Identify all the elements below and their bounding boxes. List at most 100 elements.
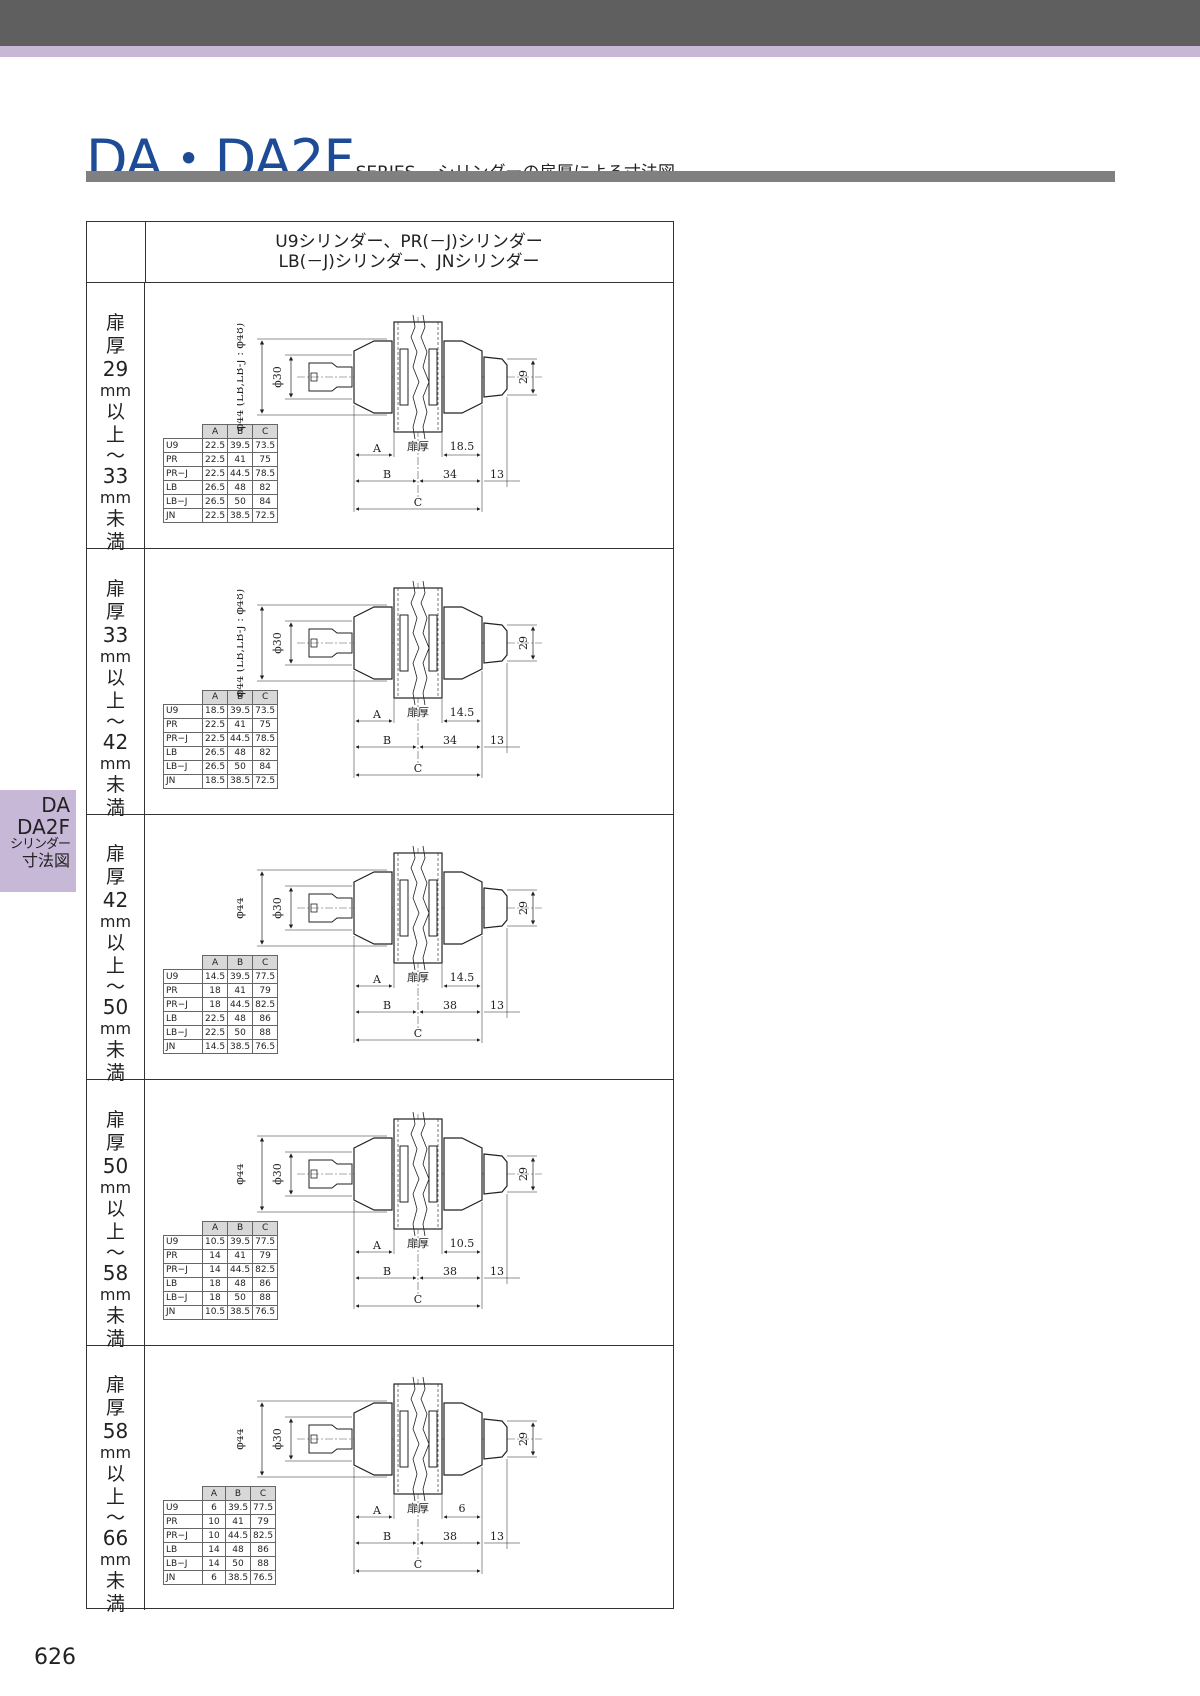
cylinder-type-cell: U9	[163, 703, 203, 719]
inner-dim-label: 14.5	[450, 971, 475, 984]
side-index-tab[interactable]: DA DA2F シリンダー 寸法図	[0, 790, 76, 892]
dimension-cell: 10	[202, 1528, 226, 1543]
dimension-cell: 26.5	[201, 759, 229, 775]
dimension-cell: 48	[224, 1542, 252, 1557]
thumbturn	[483, 356, 508, 398]
right-dim-label: 29	[517, 1167, 530, 1181]
section-label-char: ～	[105, 445, 125, 467]
cylinder-type-cell: PR	[163, 1514, 203, 1529]
cylinder-drawing: ϕ44 ϕ30 29 A 扉厚 6 B 38	[237, 1376, 542, 1574]
section-label-char: 33	[102, 464, 129, 488]
dimension-cell: 6	[202, 1570, 226, 1585]
dimension-cell: 14	[202, 1556, 226, 1571]
thumbturn	[483, 887, 508, 929]
dimension-cell: 18	[201, 983, 229, 998]
section-label-char: 満	[105, 1062, 125, 1084]
inner-escutcheon	[443, 605, 483, 680]
section-label-char: mm	[99, 1284, 132, 1304]
door-thickness-label: 扉厚	[407, 1502, 429, 1515]
right-dim-label: 29	[517, 370, 530, 384]
dimension-cell: 10	[202, 1514, 226, 1529]
dimension-cell: 38.5	[227, 1039, 254, 1054]
section-label-char: 上	[105, 424, 125, 446]
section-label-char: 以	[105, 1463, 125, 1485]
page-title: DA・DA2FSERIESシリンダーの扉厚による寸法図	[86, 115, 675, 194]
dimension-cell: 76.5	[250, 1570, 277, 1585]
cylinder-type-cell: LB	[163, 1276, 203, 1292]
key-icon	[308, 628, 353, 657]
dimension-cell: 14	[201, 1262, 229, 1278]
right-dim-label: 29	[517, 636, 530, 650]
dimension-cell: 76.5	[252, 1039, 279, 1054]
dimension-cell: 10.5	[201, 1234, 229, 1250]
section-label-char: mm	[99, 1443, 132, 1462]
section-label-char: 扉	[105, 577, 125, 600]
section-label-char: 未	[105, 1039, 125, 1061]
section-label-char: 未	[105, 508, 125, 530]
dimension-cell: 72.5	[252, 773, 279, 789]
door-thickness-label: 扉厚	[407, 706, 429, 719]
section-label-char: mm	[99, 1019, 132, 1038]
section-label-char: mm	[99, 381, 132, 400]
section-label-char: 50	[102, 995, 129, 1019]
dim-c-label: C	[414, 1558, 422, 1571]
section-label-char: ～	[105, 1241, 125, 1264]
section-label-char: 以	[105, 401, 125, 423]
section-label-char: ～	[105, 710, 125, 733]
key-icon	[308, 893, 353, 923]
section-label-char: 上	[105, 689, 125, 712]
section-label-char: 満	[105, 531, 125, 553]
cylinder-type-cell: LB	[163, 1011, 203, 1026]
outer-escutcheon	[353, 1402, 393, 1476]
section-label-char: mm	[99, 1177, 132, 1197]
phi-big-label: ϕ44	[237, 897, 246, 919]
section-label-char: 厚	[105, 1397, 125, 1419]
dimension-cell: 26.5	[201, 494, 229, 509]
grid-header-corner	[87, 222, 146, 282]
phi-big-label: ϕ44 (LB,LB-J : ϕ48)	[237, 323, 246, 431]
cylinder-type-cell: LB−J	[163, 494, 203, 509]
grid-header: U9シリンダー、PR(－J)シリンダー LB(－J)シリンダー、JNシリンダー	[87, 222, 673, 283]
cylinder-type-cell: JN	[163, 508, 203, 523]
dimension-cell: 38.5	[224, 1570, 252, 1585]
col-header-a: A	[201, 1220, 229, 1236]
col-header-b: B	[227, 689, 254, 705]
dimension-cell: 48	[227, 480, 254, 495]
section-label-char: 42	[102, 729, 129, 754]
door-thickness-label: 扉厚	[407, 1237, 429, 1250]
dim-c-label: C	[414, 762, 422, 775]
dimension-cell: 41	[224, 1514, 252, 1529]
dimension-cell: 18.5	[201, 773, 229, 789]
tail-dim-label: 13	[490, 468, 504, 481]
dimension-cell: 48	[227, 1276, 254, 1292]
side-tab-line3: シリンダー	[9, 837, 71, 852]
dimension-cell: 22.5	[201, 466, 229, 481]
dim-c-label: C	[414, 496, 422, 509]
section-label-char: 33	[102, 622, 129, 647]
dim-a-label: A	[372, 973, 382, 986]
cylinder-type-cell: PR	[163, 983, 203, 998]
phi-small-label: ϕ30	[271, 897, 284, 919]
dimension-cell: 44.5	[227, 1262, 254, 1278]
mid-dim-label: 38	[443, 1530, 457, 1543]
dimension-cell: 79	[250, 1514, 277, 1529]
col-header-c: C	[252, 424, 279, 439]
cylinder-type-cell: PR	[163, 1248, 203, 1264]
dimension-cell: 18	[201, 997, 229, 1012]
section-label-char: 以	[105, 1197, 125, 1220]
cylinder-drawing: ϕ44 (LB,LB-J : ϕ48) ϕ30 29 A 扉厚 14.5 B	[237, 580, 542, 778]
dimension-cell: 72.5	[252, 508, 279, 523]
